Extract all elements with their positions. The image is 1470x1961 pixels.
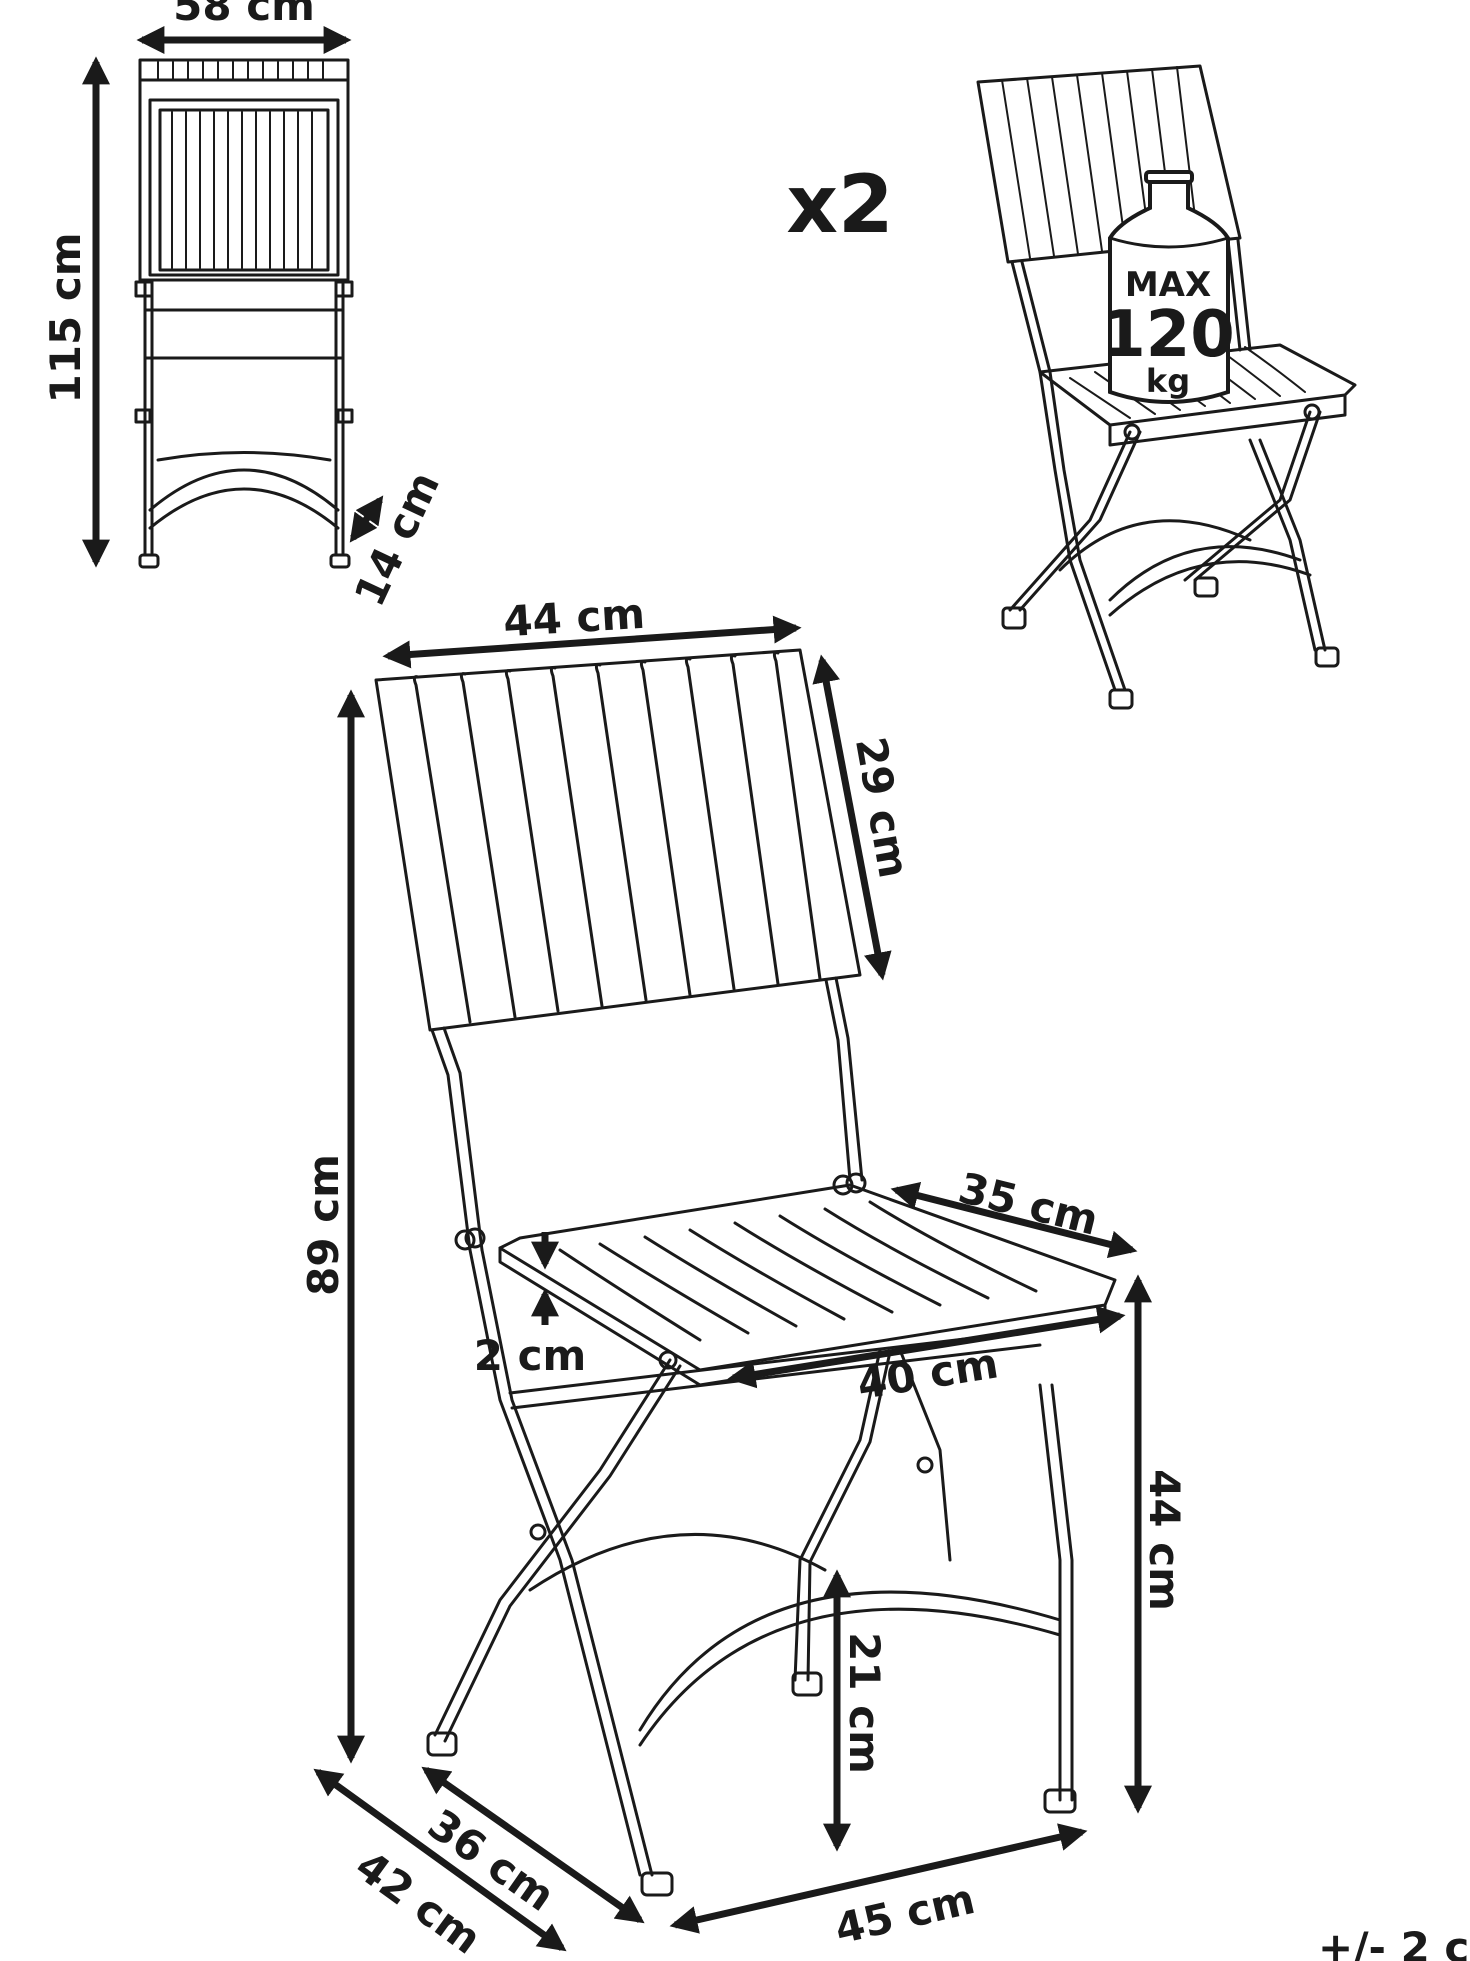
seat-depth-arrow xyxy=(890,1181,1138,1259)
back-width-arrow xyxy=(382,615,802,669)
folded-chair-drawing xyxy=(134,58,354,569)
back-width-label: 44 cm xyxy=(502,589,646,647)
seat-width-arrow xyxy=(727,1305,1126,1389)
chair-with-weight-drawing xyxy=(976,64,1357,710)
seat-curve-label: 2 cm xyxy=(474,1331,587,1380)
folded-width-label: 58 cm xyxy=(173,0,315,30)
main-chair-drawing xyxy=(374,648,1117,1897)
total-height-label: 89 cm xyxy=(299,1154,348,1296)
folded-height-label: 115 cm xyxy=(41,233,90,404)
folded-depth-arrow xyxy=(349,495,384,543)
seat-depth-label: 35 cm xyxy=(954,1163,1103,1245)
seat-height-label: 44 cm xyxy=(1140,1469,1189,1611)
stretcher-height-label: 21 cm xyxy=(840,1632,889,1774)
weight-bottle-icon xyxy=(1108,170,1230,404)
max-label: MAX xyxy=(1125,265,1211,305)
max-weight-value: 120 xyxy=(1101,298,1235,372)
outer-depth-arrow xyxy=(313,1768,567,1952)
back-height-arrow xyxy=(812,654,892,981)
tolerance-note: +/- 2 cm xyxy=(1318,1923,1470,1961)
quantity-label: x2 xyxy=(786,158,893,251)
base-width-arrow xyxy=(669,1823,1088,1934)
folded-depth-label: 14 cm xyxy=(345,464,449,613)
max-weight-unit: kg xyxy=(1146,362,1190,400)
